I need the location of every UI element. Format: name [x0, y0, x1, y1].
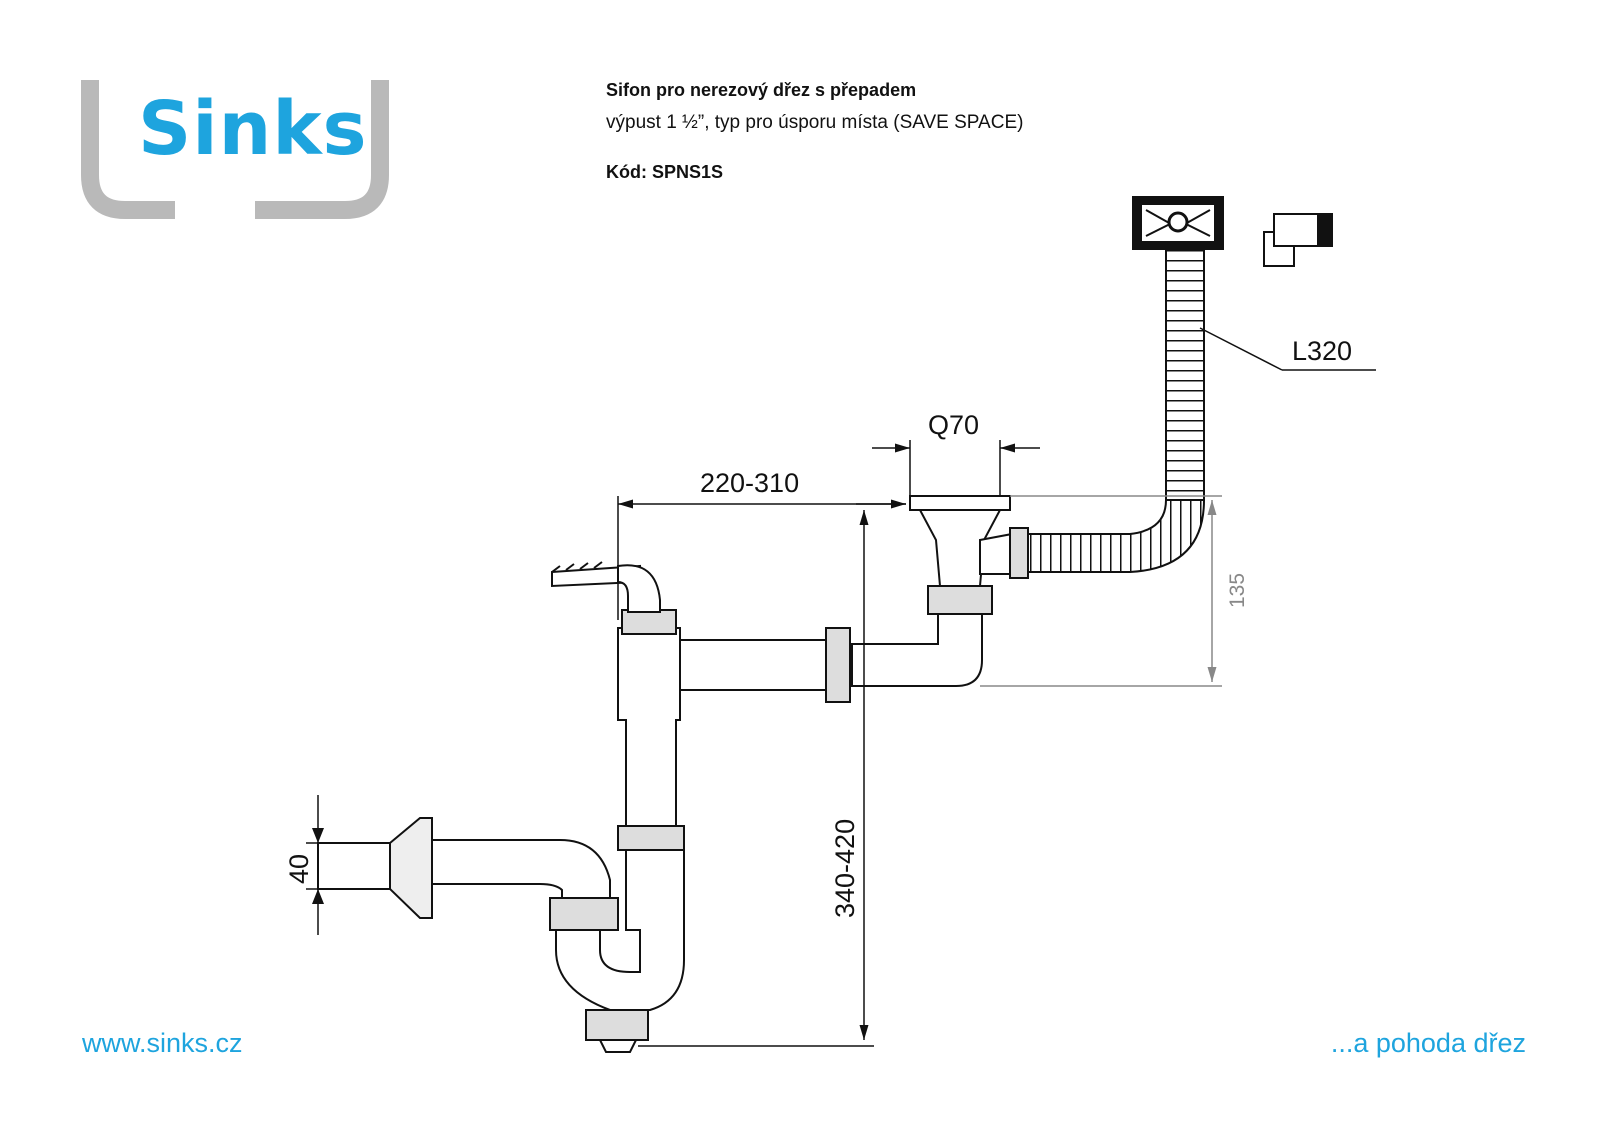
product-title: Sifon pro nerezový dřez s přepadem [606, 80, 917, 100]
dim-horizontal: 220-310 [700, 468, 799, 498]
logo-frame [81, 80, 389, 219]
dim-overflow-hose: L320 [1292, 336, 1352, 366]
dim-strainer: Q70 [928, 410, 979, 440]
overflow-plate [1132, 196, 1224, 250]
overflow-elbow-detail [1263, 213, 1333, 267]
horizontal-arm [679, 627, 851, 703]
slogan: ...a pohoda dřez [1330, 1028, 1526, 1058]
dimension-lines [306, 327, 1376, 1047]
product-code: Kód: SPNS1S [606, 162, 724, 182]
overflow-hose [1027, 249, 1206, 573]
dim-height-main: 340-420 [830, 819, 860, 918]
dimension-135 [980, 495, 1222, 687]
dim-outlet: 40 [284, 854, 314, 884]
strainer-body [851, 495, 1029, 687]
appliance-spigot [551, 561, 661, 613]
trap-body [555, 609, 685, 1053]
logo: Sinks [138, 86, 368, 172]
dim-height-right: 135 [1226, 573, 1249, 608]
outlet-pipe [317, 817, 619, 931]
dimension-40-arrows [312, 828, 324, 904]
website-link[interactable]: www.sinks.cz [82, 1028, 243, 1058]
product-subtitle: výpust 1 ½”, typ pro úsporu místa (SAVE … [606, 112, 1024, 133]
